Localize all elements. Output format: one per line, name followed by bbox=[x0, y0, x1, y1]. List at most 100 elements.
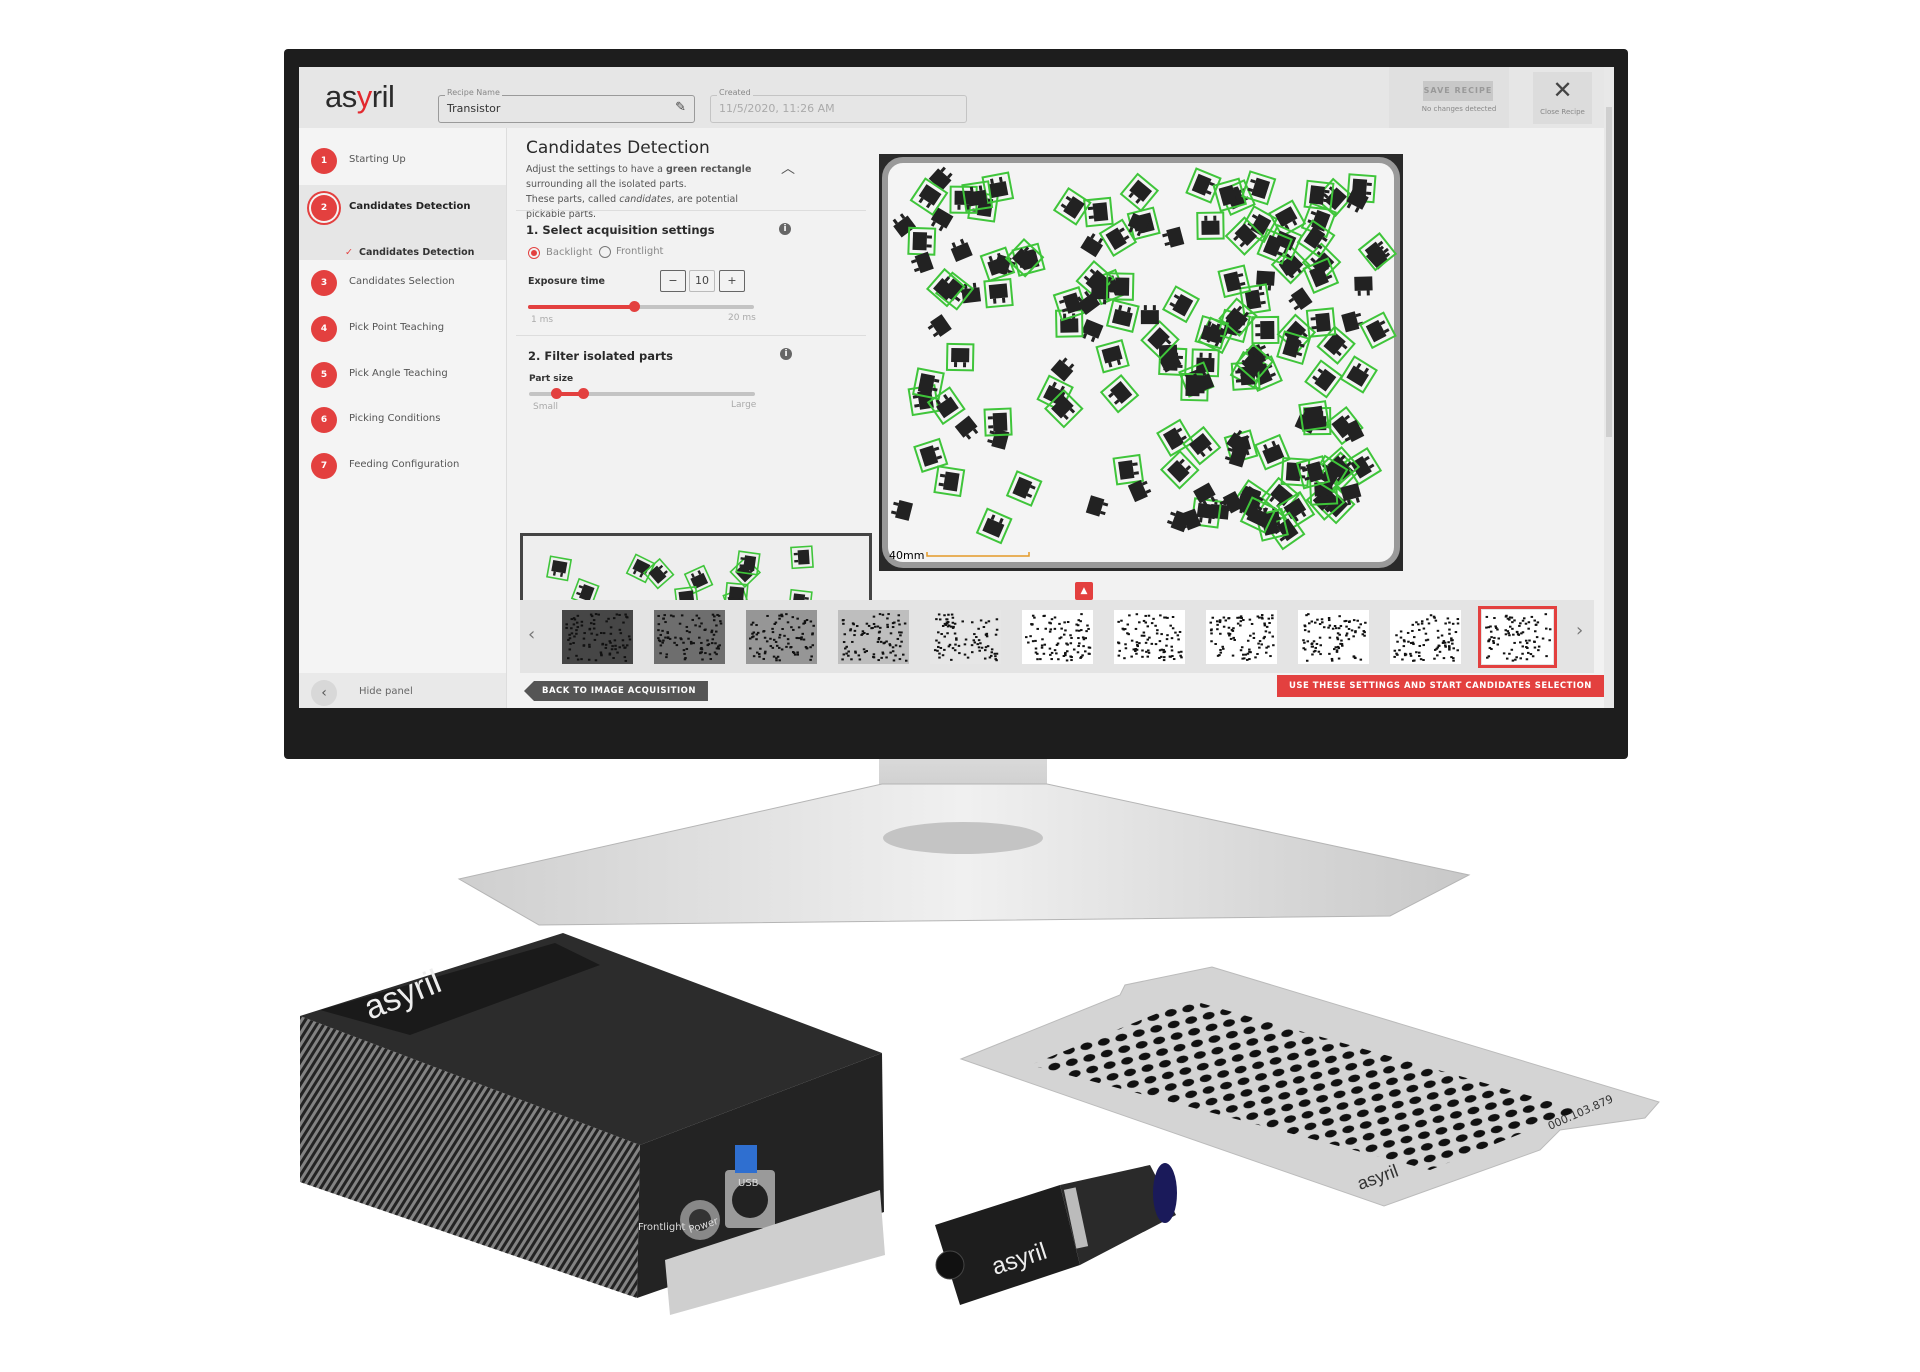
part-size-max-handle[interactable] bbox=[578, 388, 590, 399]
scrollbar[interactable] bbox=[1604, 67, 1614, 708]
thumbnail[interactable] bbox=[654, 610, 725, 664]
hide-panel-bar[interactable]: ‹ Hide panel bbox=[299, 673, 506, 708]
recipe-name-field[interactable]: Recipe Name Transistor ✎ bbox=[438, 88, 695, 123]
part bbox=[1080, 233, 1104, 258]
part bbox=[1256, 270, 1275, 291]
part bbox=[1268, 199, 1307, 238]
created-label: Created bbox=[717, 88, 753, 97]
part bbox=[1217, 264, 1252, 299]
thumbnail-strip: ▲ ‹ › bbox=[520, 582, 1594, 673]
description: Adjust the settings to have a green rect… bbox=[526, 164, 752, 220]
part bbox=[954, 415, 979, 440]
chevron-left-icon[interactable]: ‹ bbox=[311, 680, 337, 706]
created-value: 11/5/2020, 11:26 AM bbox=[719, 102, 835, 115]
part bbox=[1156, 418, 1195, 457]
part bbox=[1127, 480, 1152, 503]
part-size-range-slider[interactable] bbox=[529, 388, 755, 399]
monitor-stand bbox=[457, 759, 1471, 926]
thumbnail[interactable] bbox=[1298, 610, 1369, 664]
part bbox=[1052, 286, 1088, 322]
thumbnail[interactable] bbox=[746, 610, 817, 664]
part-size-min-handle[interactable] bbox=[551, 388, 563, 399]
scale-bar bbox=[926, 552, 1030, 557]
substep-candidates-detection[interactable]: ✓Candidates Detection bbox=[345, 247, 474, 258]
exposure-slider[interactable] bbox=[528, 301, 754, 312]
part bbox=[1305, 307, 1337, 338]
part bbox=[1218, 297, 1258, 337]
save-recipe-button[interactable]: SAVE RECIPE bbox=[1423, 81, 1493, 101]
frontlight-label: Frontlight bbox=[616, 246, 664, 257]
part bbox=[1140, 305, 1159, 325]
part bbox=[1316, 325, 1356, 365]
radio-frontlight[interactable] bbox=[599, 246, 611, 258]
exposure-slider-handle[interactable] bbox=[629, 301, 641, 312]
part bbox=[928, 166, 953, 191]
part bbox=[927, 314, 952, 338]
step-number: 5 bbox=[311, 362, 337, 388]
part bbox=[1304, 359, 1344, 399]
thumbnail[interactable] bbox=[562, 610, 633, 664]
thumbnail[interactable] bbox=[1478, 606, 1557, 668]
part bbox=[683, 564, 714, 595]
step-pick-angle-teaching[interactable]: 5 Pick Angle Teaching bbox=[299, 358, 506, 394]
part bbox=[945, 342, 975, 372]
thumbnail[interactable] bbox=[1114, 610, 1185, 664]
part bbox=[1298, 400, 1331, 432]
thumbnail[interactable] bbox=[1390, 610, 1461, 664]
scale-label: 40mm bbox=[889, 549, 924, 562]
part bbox=[1357, 232, 1398, 272]
section-filter-title: 2. Filter isolated parts bbox=[528, 349, 674, 363]
step-number: 7 bbox=[311, 453, 337, 479]
section-acquisition-title: 1. Select acquisition settings bbox=[526, 223, 715, 237]
info-icon[interactable]: i bbox=[779, 223, 791, 235]
part bbox=[1099, 374, 1140, 414]
exposure-value-input[interactable]: 10 bbox=[689, 270, 715, 292]
chevron-up-icon[interactable]: ︿ bbox=[781, 161, 795, 177]
part bbox=[1219, 491, 1244, 514]
exposure-decrement-button[interactable]: − bbox=[660, 270, 686, 292]
part bbox=[1112, 453, 1145, 486]
exposure-increment-button[interactable]: + bbox=[719, 270, 745, 292]
part bbox=[909, 177, 949, 217]
exposure-max: 20 ms bbox=[728, 313, 756, 323]
part bbox=[1081, 319, 1104, 343]
thumbnail[interactable] bbox=[1022, 610, 1093, 664]
page-title: Candidates Detection bbox=[526, 138, 710, 158]
hide-panel-label: Hide panel bbox=[359, 686, 413, 697]
thumbnail[interactable] bbox=[838, 610, 909, 664]
part bbox=[1050, 357, 1075, 382]
part bbox=[1354, 276, 1373, 296]
close-recipe-button[interactable]: ✕ Close Recipe bbox=[1533, 72, 1592, 124]
radio-backlight[interactable] bbox=[528, 247, 540, 259]
part bbox=[1076, 290, 1101, 316]
start-candidates-selection-button[interactable]: USE THESE SETTINGS AND START CANDIDATES … bbox=[1277, 675, 1614, 697]
chevron-right-icon[interactable]: › bbox=[1576, 620, 1584, 641]
part bbox=[1085, 495, 1109, 517]
part bbox=[1256, 228, 1293, 265]
step-label: Pick Angle Teaching bbox=[349, 368, 448, 379]
step-label: Candidates Detection bbox=[349, 201, 471, 212]
info-icon[interactable]: i bbox=[780, 348, 792, 360]
part bbox=[1140, 320, 1180, 360]
thumbnail[interactable] bbox=[1206, 610, 1277, 664]
step-label: Starting Up bbox=[349, 154, 406, 165]
scrollbar-thumb[interactable] bbox=[1606, 107, 1612, 437]
camera-marker-icon: ▲ bbox=[1075, 582, 1093, 600]
pencil-icon[interactable]: ✎ bbox=[675, 100, 686, 115]
camera-image[interactable]: 40mm bbox=[879, 154, 1403, 571]
chevron-left-icon[interactable]: ‹ bbox=[528, 624, 536, 645]
part bbox=[983, 407, 1013, 437]
step-number: 3 bbox=[311, 270, 337, 296]
thumbnail[interactable] bbox=[930, 610, 1001, 664]
part bbox=[1296, 219, 1336, 259]
back-to-image-acquisition-button[interactable]: BACK TO IMAGE ACQUISITION bbox=[524, 681, 708, 701]
divider bbox=[516, 210, 866, 211]
